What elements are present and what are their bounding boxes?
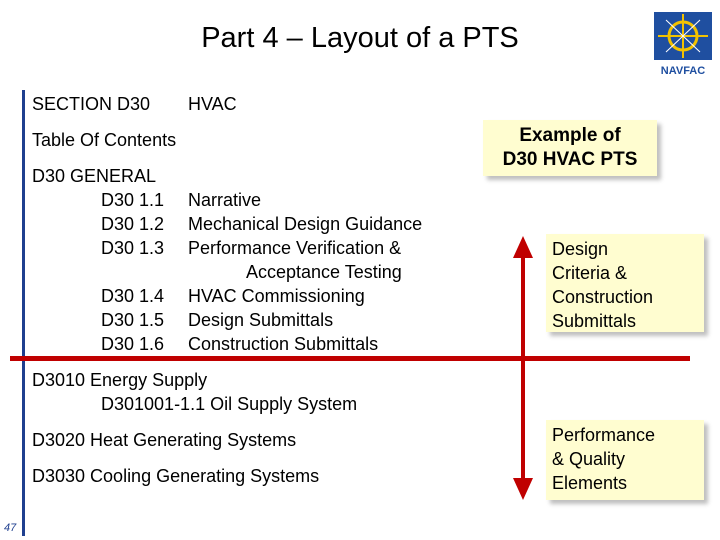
design-callout-line: Construction [552,287,654,307]
toc-item-code: D30 1.4 [101,286,165,306]
performance-callout-line: & Quality [552,449,626,469]
toc-item-code: D30 1.3 [101,238,165,258]
system-d3010-sub: D301001-1.1 Oil Supply System [101,394,358,414]
navfac-compass-logo: NAVFAC [654,12,712,77]
page-number: 47 [4,522,17,534]
section-code: SECTION D30 [32,94,151,114]
left-rule [22,90,25,536]
toc-item-label: Performance Verification & [188,238,402,258]
divider-line [10,356,690,361]
system-d3010: D3010 Energy Supply [32,370,208,390]
toc-item-code: D30 1.6 [101,334,165,354]
example-callout-line2: D30 HVAC PTS [502,149,638,170]
toc-item-label-continued: Acceptance Testing [246,262,402,282]
performance-callout: Performance & Quality Elements [546,420,704,500]
toc-item-label: Construction Submittals [188,334,379,354]
double-arrow-icon [513,236,533,500]
design-callout-line: Design [552,239,609,259]
design-callout-line: Submittals [552,311,637,331]
performance-callout-line: Performance [552,425,656,445]
toc-heading: Table Of Contents [32,130,177,150]
page-title: Part 4 – Layout of a PTS [201,22,519,54]
system-d3030: D3030 Cooling Generating Systems [32,466,320,486]
toc-item-label: Narrative [188,190,262,210]
general-heading: D30 GENERAL [32,166,157,186]
logo-text: NAVFAC [661,65,705,77]
toc-item-code: D30 1.5 [101,310,165,330]
performance-callout-line: Elements [552,473,628,493]
toc-item-label: Design Submittals [188,310,334,330]
design-callout: Design Criteria & Construction Submittal… [546,234,704,332]
toc-item-label: Mechanical Design Guidance [188,214,423,234]
system-d3020: D3020 Heat Generating Systems [32,430,297,450]
toc-item-label: HVAC Commissioning [188,286,365,306]
example-callout: Example of D30 HVAC PTS [483,120,657,176]
section-name: HVAC [188,94,237,114]
example-callout-line1: Example of [519,125,621,146]
design-callout-line: Criteria & [552,263,628,283]
toc-item-code: D30 1.2 [101,214,165,234]
toc-item-code: D30 1.1 [101,190,165,210]
